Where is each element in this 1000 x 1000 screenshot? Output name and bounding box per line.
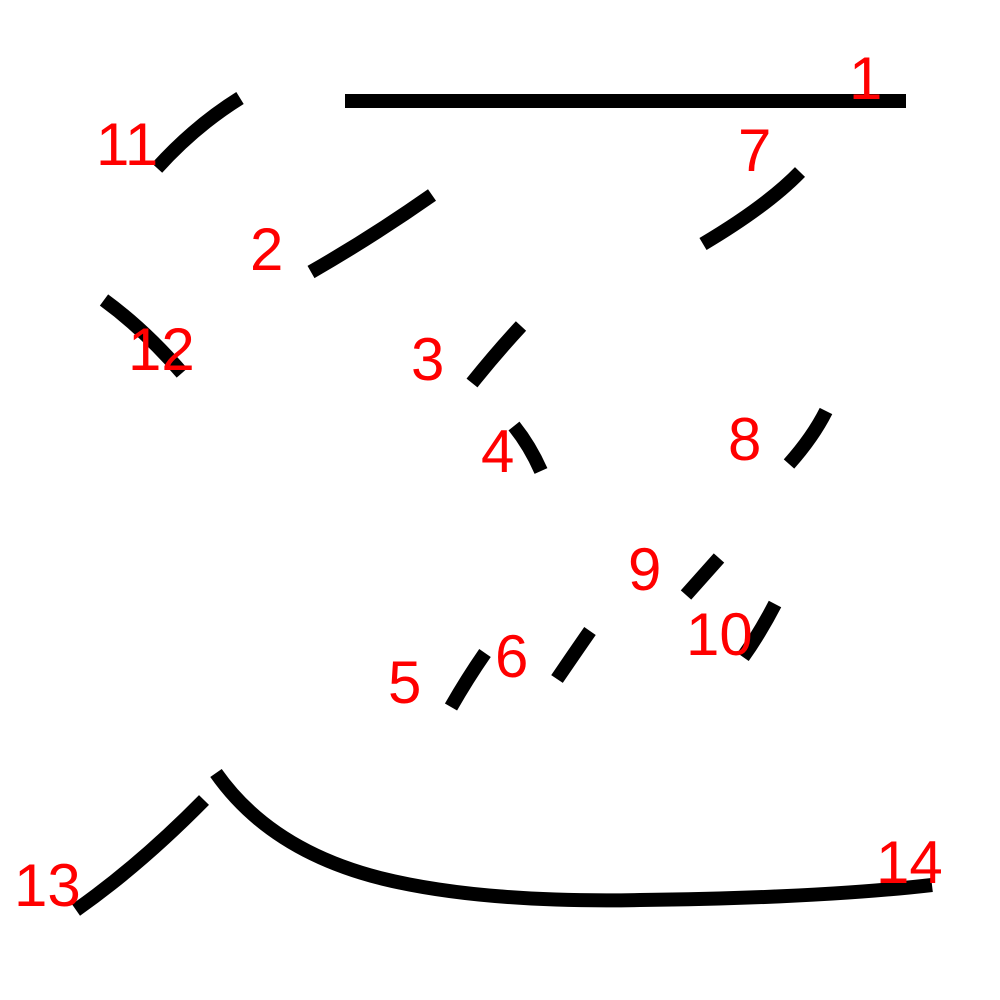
stroke-number-label: 3 <box>411 326 444 393</box>
stroke-number-label: 6 <box>495 623 528 690</box>
stroke-13 <box>71 795 209 916</box>
stroke-14 <box>210 768 933 908</box>
label-layer: 1 2 3 4 5 6 7 8 9 10 11 12 13 14 <box>14 45 943 919</box>
stroke-number-label: 9 <box>628 536 661 603</box>
stroke-11 <box>151 92 244 173</box>
stroke-6 <box>551 627 596 683</box>
stroke-10 <box>737 600 782 662</box>
stroke-8 <box>783 407 833 469</box>
stroke-5 <box>444 649 491 711</box>
stroke-number-label: 14 <box>876 829 943 896</box>
stroke-number-label: 8 <box>728 406 761 473</box>
stroke-number-label: 1 <box>849 45 882 112</box>
stroke-number-label: 11 <box>96 111 158 178</box>
stroke-layer <box>71 92 933 916</box>
stroke-number-label: 10 <box>686 601 753 668</box>
stroke-4 <box>508 421 548 474</box>
stroke-number-label: 2 <box>250 216 283 283</box>
stroke-3 <box>466 321 527 388</box>
stroke-9 <box>680 553 725 600</box>
stroke-12 <box>99 294 188 378</box>
stroke-number-label: 13 <box>14 852 81 919</box>
stroke-number-label: 7 <box>738 117 771 184</box>
stroke-number-label: 4 <box>481 418 514 485</box>
stroke-number-label: 5 <box>388 649 421 716</box>
stroke-7 <box>699 167 806 251</box>
stroke-number-label: 12 <box>128 316 195 383</box>
stroke-2 <box>307 189 437 279</box>
